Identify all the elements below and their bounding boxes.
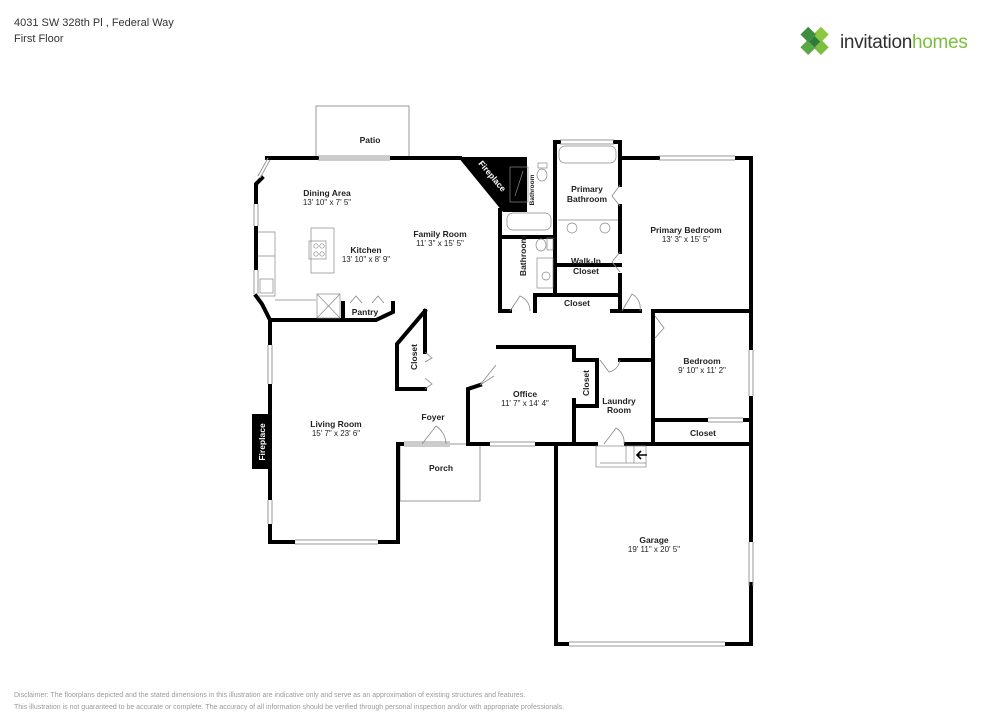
primary-bedroom-dims: 13' 3" x 15' 5" — [662, 235, 710, 244]
windows — [253, 139, 754, 647]
arrow-left-icon — [635, 450, 647, 460]
address-text: 4031 SW 328th Pl , Federal Way — [14, 17, 174, 29]
disclaimer-line-2: This illustration is not guaranteed to b… — [14, 704, 565, 711]
garage-label: Garage — [639, 535, 669, 545]
bedroom-closet-label: Closet — [690, 428, 716, 438]
kitchen-label: Kitchen — [350, 245, 381, 255]
walk-in-closet-label-1: Walk-In — [571, 256, 601, 266]
invitation-homes-logo: invitationhomes — [798, 26, 968, 60]
laundry-room-label-1: Laundry — [602, 396, 636, 406]
primary-bathroom-label-1: Primary — [571, 184, 603, 194]
hall-closet-label: Closet — [564, 298, 590, 308]
office-dims: 11' 7" x 14' 4" — [501, 399, 549, 408]
family-room-label: Family Room — [413, 229, 467, 239]
fixtures — [258, 145, 647, 468]
brand-name: invitationhomes — [840, 32, 968, 54]
laundry-room-label-2: Room — [607, 405, 632, 415]
bathroom-small-label: Bathroom — [529, 174, 536, 205]
fireplace-left: Fireplace — [252, 414, 272, 469]
room-labels: Patio Dining Area 13' 10" x 7' 5" Kitche… — [303, 135, 726, 554]
disclaimer-line-1: Disclaimer: The floorplans depicted and … — [14, 692, 526, 699]
bedroom-dims: 9' 10" x 11' 2" — [678, 366, 726, 375]
garage-dims: 19' 11" x 20' 5" — [628, 545, 680, 554]
living-room-dims: 15' 7" x 23' 6" — [312, 429, 360, 438]
property-header: 4031 SW 328th Pl , Federal Way First Flo… — [14, 15, 174, 47]
dining-area-dims: 13' 10" x 7' 5" — [303, 198, 351, 207]
fireplace-top: Fireplace — [458, 157, 527, 212]
primary-bedroom-label: Primary Bedroom — [650, 225, 722, 235]
foyer-label: Foyer — [421, 412, 445, 422]
primary-bathroom-label-2: Bathroom — [567, 194, 608, 204]
dining-area-label: Dining Area — [303, 188, 351, 198]
walk-in-closet-label-2: Closet — [573, 266, 599, 276]
fireplace-left-label: Fireplace — [257, 423, 267, 461]
bedroom-label: Bedroom — [683, 356, 721, 366]
porch-label: Porch — [429, 463, 453, 473]
brand-name-part2: homes — [912, 32, 968, 53]
living-room-label: Living Room — [310, 419, 362, 429]
patio-label: Patio — [360, 135, 381, 145]
kitchen-dims: 13' 10" x 8' 9" — [342, 255, 390, 264]
patio — [315, 105, 410, 159]
pantry-label: Pantry — [352, 307, 379, 317]
exterior-walls — [253, 140, 753, 646]
doors — [349, 184, 665, 445]
clover-logo-icon — [800, 26, 829, 56]
living-closet-label: Closet — [409, 344, 419, 370]
office-label: Office — [513, 389, 537, 399]
bathroom-label: Bathroom — [518, 235, 528, 276]
disclaimer: Disclaimer: The floorplans depicted and … — [14, 690, 564, 714]
floor-label: First Floor — [14, 33, 64, 45]
office-closet-label: Closet — [581, 370, 591, 396]
family-room-dims: 11' 3" x 15' 5" — [416, 239, 464, 248]
brand-name-part1: invitation — [840, 32, 912, 53]
